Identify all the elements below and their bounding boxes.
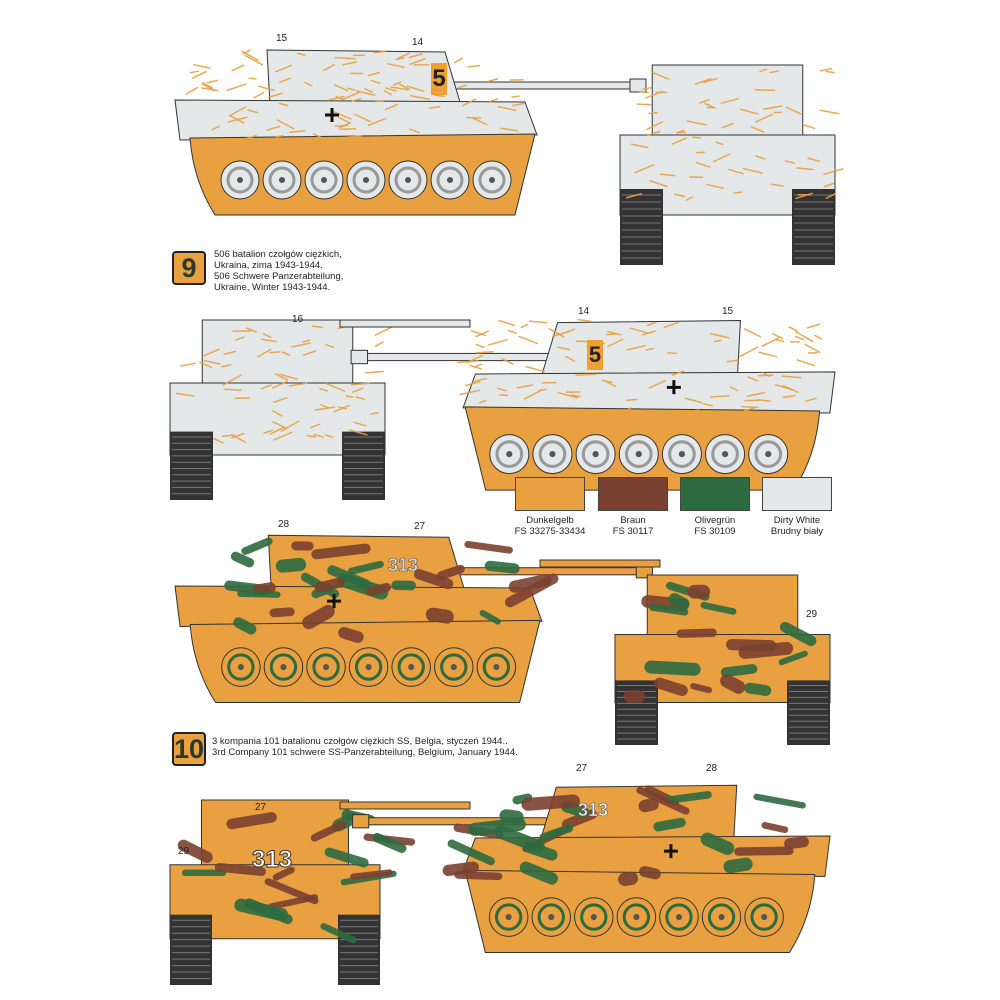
turret-number: 313 bbox=[251, 846, 293, 874]
track bbox=[170, 431, 213, 500]
callout-14: 14 bbox=[412, 37, 424, 48]
tank-side-view bbox=[174, 534, 653, 704]
caption-line: 3rd Company 101 schwere SS-Panzerabteilu… bbox=[212, 747, 518, 758]
turret bbox=[541, 320, 742, 378]
callout-15: 15 bbox=[722, 306, 734, 317]
callout-27: 27 bbox=[576, 763, 588, 774]
gun-barrel bbox=[339, 319, 471, 328]
scheme-9-badge: 9 bbox=[172, 251, 206, 285]
turret bbox=[201, 319, 354, 393]
swatch-dunkelgelb bbox=[515, 477, 585, 511]
track bbox=[342, 431, 385, 500]
callout-27: 27 bbox=[414, 521, 426, 532]
balkenkreuz bbox=[325, 108, 339, 122]
callout-14: 14 bbox=[578, 306, 590, 317]
callout-27: 27 bbox=[255, 802, 267, 813]
balkenkreuz bbox=[666, 380, 681, 395]
swatch-name: Dirty White bbox=[773, 515, 821, 526]
swatch-code: FS 30117 bbox=[612, 526, 654, 537]
turret bbox=[651, 64, 804, 146]
caption-line: Ukraine, Winter 1943-1944. bbox=[214, 282, 331, 293]
tank-rear-view bbox=[169, 319, 393, 500]
tank-side-view bbox=[174, 49, 647, 216]
tank-front-view bbox=[619, 64, 844, 265]
swatch-name: Dunkelgelb bbox=[526, 515, 574, 526]
turret-number: 5 bbox=[431, 63, 447, 95]
track bbox=[792, 189, 835, 265]
turret-number: 5 bbox=[587, 340, 603, 370]
caption-line: 506 Schwere Panzerabteilung, bbox=[214, 271, 344, 282]
tank-front-view bbox=[614, 574, 831, 745]
turret-number: 313 bbox=[578, 800, 609, 821]
swatch-braun bbox=[598, 477, 668, 511]
balkenkreuz bbox=[663, 844, 678, 859]
track bbox=[170, 914, 212, 985]
caption-line: 506 batalion czołgów ciężkich, bbox=[214, 249, 342, 260]
turret-number: 313 bbox=[388, 555, 419, 576]
swatch-dirty-white bbox=[762, 477, 832, 511]
gun-barrel bbox=[339, 801, 471, 810]
balkenkreuz bbox=[327, 594, 342, 609]
gun-barrel bbox=[351, 352, 559, 362]
gun-barrel bbox=[539, 559, 661, 568]
callout-29: 29 bbox=[806, 609, 818, 620]
track bbox=[620, 189, 663, 265]
tank-side-view bbox=[352, 784, 831, 954]
callout-15: 15 bbox=[276, 33, 288, 44]
hull bbox=[462, 371, 836, 414]
tank-rear-view bbox=[169, 799, 416, 985]
scheme-9-caption: 506 batalion czołgów ciężkich, Ukraina, … bbox=[214, 249, 343, 293]
swatch-code: FS 33275-33434 bbox=[514, 526, 586, 537]
track bbox=[338, 914, 380, 985]
swatch-name: Braun bbox=[620, 515, 646, 526]
gun-barrel bbox=[448, 567, 652, 576]
caption-line: Ukraina, zima 1943-1944. bbox=[214, 260, 323, 271]
callout-29: 29 bbox=[178, 846, 190, 857]
swatch-code: FS 30109 bbox=[694, 526, 736, 537]
track bbox=[787, 680, 830, 745]
swatch-code: Brudny biały bbox=[770, 526, 824, 537]
gun-barrel bbox=[444, 81, 646, 90]
tank-side-view bbox=[350, 318, 836, 491]
track bbox=[615, 680, 658, 745]
callout-28: 28 bbox=[706, 763, 718, 774]
swatch-olivegrun bbox=[680, 477, 750, 511]
callout-28: 28 bbox=[278, 519, 290, 530]
scheme-10-badge: 10 bbox=[172, 732, 206, 766]
caption-line: 3 kompania 101 batalionu czołgów ciężkic… bbox=[212, 736, 508, 747]
scheme-10-caption: 3 kompania 101 batalionu czołgów ciężkic… bbox=[212, 736, 518, 758]
swatch-name: Olivegrün bbox=[694, 515, 736, 526]
callout-16: 16 bbox=[292, 314, 304, 325]
hull bbox=[174, 99, 538, 141]
